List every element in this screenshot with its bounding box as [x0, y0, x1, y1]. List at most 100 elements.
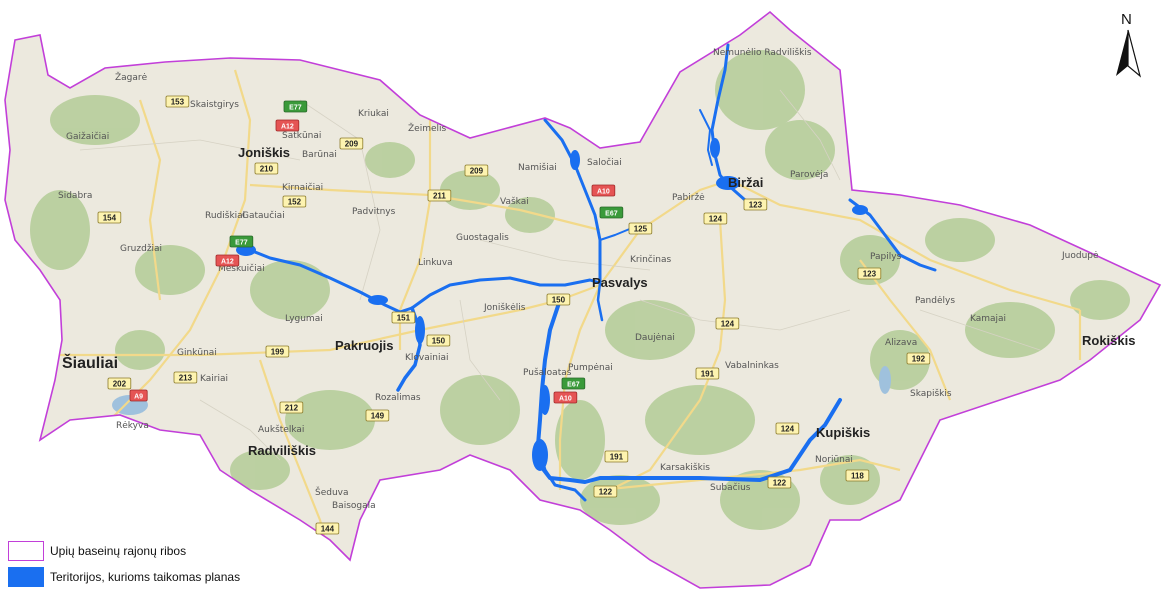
- town-label: Meškuičiai: [218, 263, 265, 274]
- legend: Upių baseinų rajonų ribos Teritorijos, k…: [8, 538, 240, 590]
- town-label: Noriūnai: [815, 455, 853, 465]
- town-label: Parovėja: [790, 170, 828, 180]
- svg-text:150: 150: [552, 296, 566, 305]
- road-shield: 209: [464, 164, 489, 177]
- north-label: N: [1121, 11, 1132, 28]
- town-label: Guostagalis: [456, 233, 509, 243]
- svg-text:E77: E77: [289, 105, 302, 112]
- svg-text:154: 154: [103, 214, 117, 223]
- basin-boundary: [4, 10, 1162, 589]
- svg-text:123: 123: [749, 201, 763, 210]
- euro-road-shield: E77: [283, 100, 308, 113]
- city-label-kupiskis: Kupiškis: [816, 425, 870, 440]
- town-label: Aukštelkai: [258, 424, 304, 435]
- town-label: Joniškėlis: [483, 302, 526, 313]
- svg-text:210: 210: [260, 165, 274, 174]
- city-label-radviliskis: Radviliškis: [248, 443, 316, 458]
- svg-text:A9: A9: [134, 394, 143, 401]
- svg-text:192: 192: [912, 355, 926, 364]
- road-shield: 192: [906, 352, 931, 365]
- legend-item-territory: Teritorijos, kurioms taikomas planas: [8, 564, 240, 590]
- road-shield: 124: [775, 422, 800, 435]
- town-label: Pumpėnai: [568, 363, 613, 373]
- town-label: Saločiai: [587, 157, 622, 168]
- svg-text:152: 152: [288, 198, 302, 207]
- town-label: Papilys: [870, 252, 902, 262]
- town-label: Daujėnai: [635, 333, 675, 343]
- road-shields: 153 209 210 152 211 154 209 125 124 123 123 150 151 1…: [97, 95, 931, 535]
- svg-text:212: 212: [285, 404, 299, 413]
- road-shield: 199: [265, 345, 290, 358]
- svg-text:124: 124: [781, 425, 795, 434]
- road-shield: 125: [628, 222, 653, 235]
- svg-text:213: 213: [179, 374, 193, 383]
- river-apascia-branch: [699, 109, 713, 166]
- road-shield: 123: [743, 198, 768, 211]
- river-levuo-branch: [599, 227, 633, 241]
- svg-text:125: 125: [634, 225, 648, 234]
- svg-text:A10: A10: [559, 396, 572, 403]
- legend-label: Upių baseinų rajonų ribos: [50, 544, 187, 558]
- svg-text:E67: E67: [567, 382, 580, 389]
- town-labels: Žagarė Satkūnai Kriukai Žeimelis Gaižaič…: [58, 47, 1099, 511]
- svg-text:149: 149: [371, 412, 385, 421]
- euro-road-shield: E67: [599, 206, 624, 219]
- svg-text:123: 123: [863, 270, 877, 279]
- town-label: Karsakiškis: [660, 462, 710, 473]
- road-shield: 191: [695, 367, 720, 380]
- svg-text:209: 209: [345, 140, 359, 149]
- town-label: Juodupė: [1061, 251, 1099, 261]
- town-label: Nemunėlio Radviliškis: [713, 47, 812, 58]
- road-shield: 149: [365, 409, 390, 422]
- svg-text:153: 153: [171, 98, 185, 107]
- town-label: Krinčinas: [630, 254, 671, 265]
- city-label-siauliai: Šiauliai: [62, 353, 118, 372]
- road-shield: 211: [427, 189, 452, 202]
- town-label: Lygumai: [285, 314, 323, 324]
- svg-text:122: 122: [599, 488, 613, 497]
- north-arrow-icon: N: [1108, 10, 1148, 80]
- town-label: Sidabra: [58, 191, 92, 201]
- road-shield: 144: [315, 522, 340, 535]
- town-label: Rozalimas: [375, 393, 421, 403]
- svg-text:E67: E67: [605, 211, 618, 218]
- city-label-joniskis: Joniškis: [238, 145, 290, 160]
- road-shield: 124: [703, 212, 728, 225]
- town-label: Gataučiai: [242, 210, 285, 221]
- highway-shield: A12: [215, 254, 240, 267]
- legend-swatch-territory: [8, 567, 44, 587]
- town-label: Šeduva: [315, 486, 349, 498]
- town-label: Žeimelis: [408, 122, 447, 134]
- svg-text:202: 202: [113, 380, 127, 389]
- town-label: Rudiškiai: [205, 210, 245, 221]
- town-label: Pabiržė: [672, 193, 705, 203]
- town-label: Skaistgirys: [190, 100, 239, 110]
- town-label: Padvitnys: [352, 207, 396, 217]
- svg-text:151: 151: [397, 314, 411, 323]
- road-shield: 150: [546, 293, 571, 306]
- town-label: Klovainiai: [405, 353, 448, 363]
- town-label: Subačius: [710, 482, 751, 493]
- road-shield: 151: [391, 311, 416, 324]
- legend-label: Teritorijos, kurioms taikomas planas: [50, 570, 241, 584]
- town-label: Kriukai: [358, 109, 389, 119]
- town-label: Kamajai: [970, 314, 1006, 324]
- city-label-rokiskis: Rokiškis: [1082, 333, 1135, 348]
- road-shield: 152: [282, 195, 307, 208]
- city-label-pasvalys: Pasvalys: [592, 275, 648, 290]
- city-labels: Joniškis Biržai Pasvalys Pakruojis Šiaul…: [62, 145, 1135, 458]
- town-label: Žagarė: [115, 71, 148, 83]
- euro-road-shield: E77: [229, 235, 254, 248]
- town-label: Namišiai: [518, 162, 557, 173]
- svg-text:150: 150: [432, 337, 446, 346]
- city-label-pakruojis: Pakruojis: [335, 338, 394, 353]
- svg-text:144: 144: [321, 525, 335, 534]
- legend-swatch-boundary: [8, 541, 44, 561]
- town-label: Satkūnai: [282, 131, 321, 141]
- legend-item-boundary: Upių baseinų rajonų ribos: [8, 538, 240, 564]
- road-shield: 212: [279, 401, 304, 414]
- town-label: Alizava: [885, 338, 917, 348]
- road-shield: 202: [107, 377, 132, 390]
- town-label: Baisogala: [332, 501, 376, 511]
